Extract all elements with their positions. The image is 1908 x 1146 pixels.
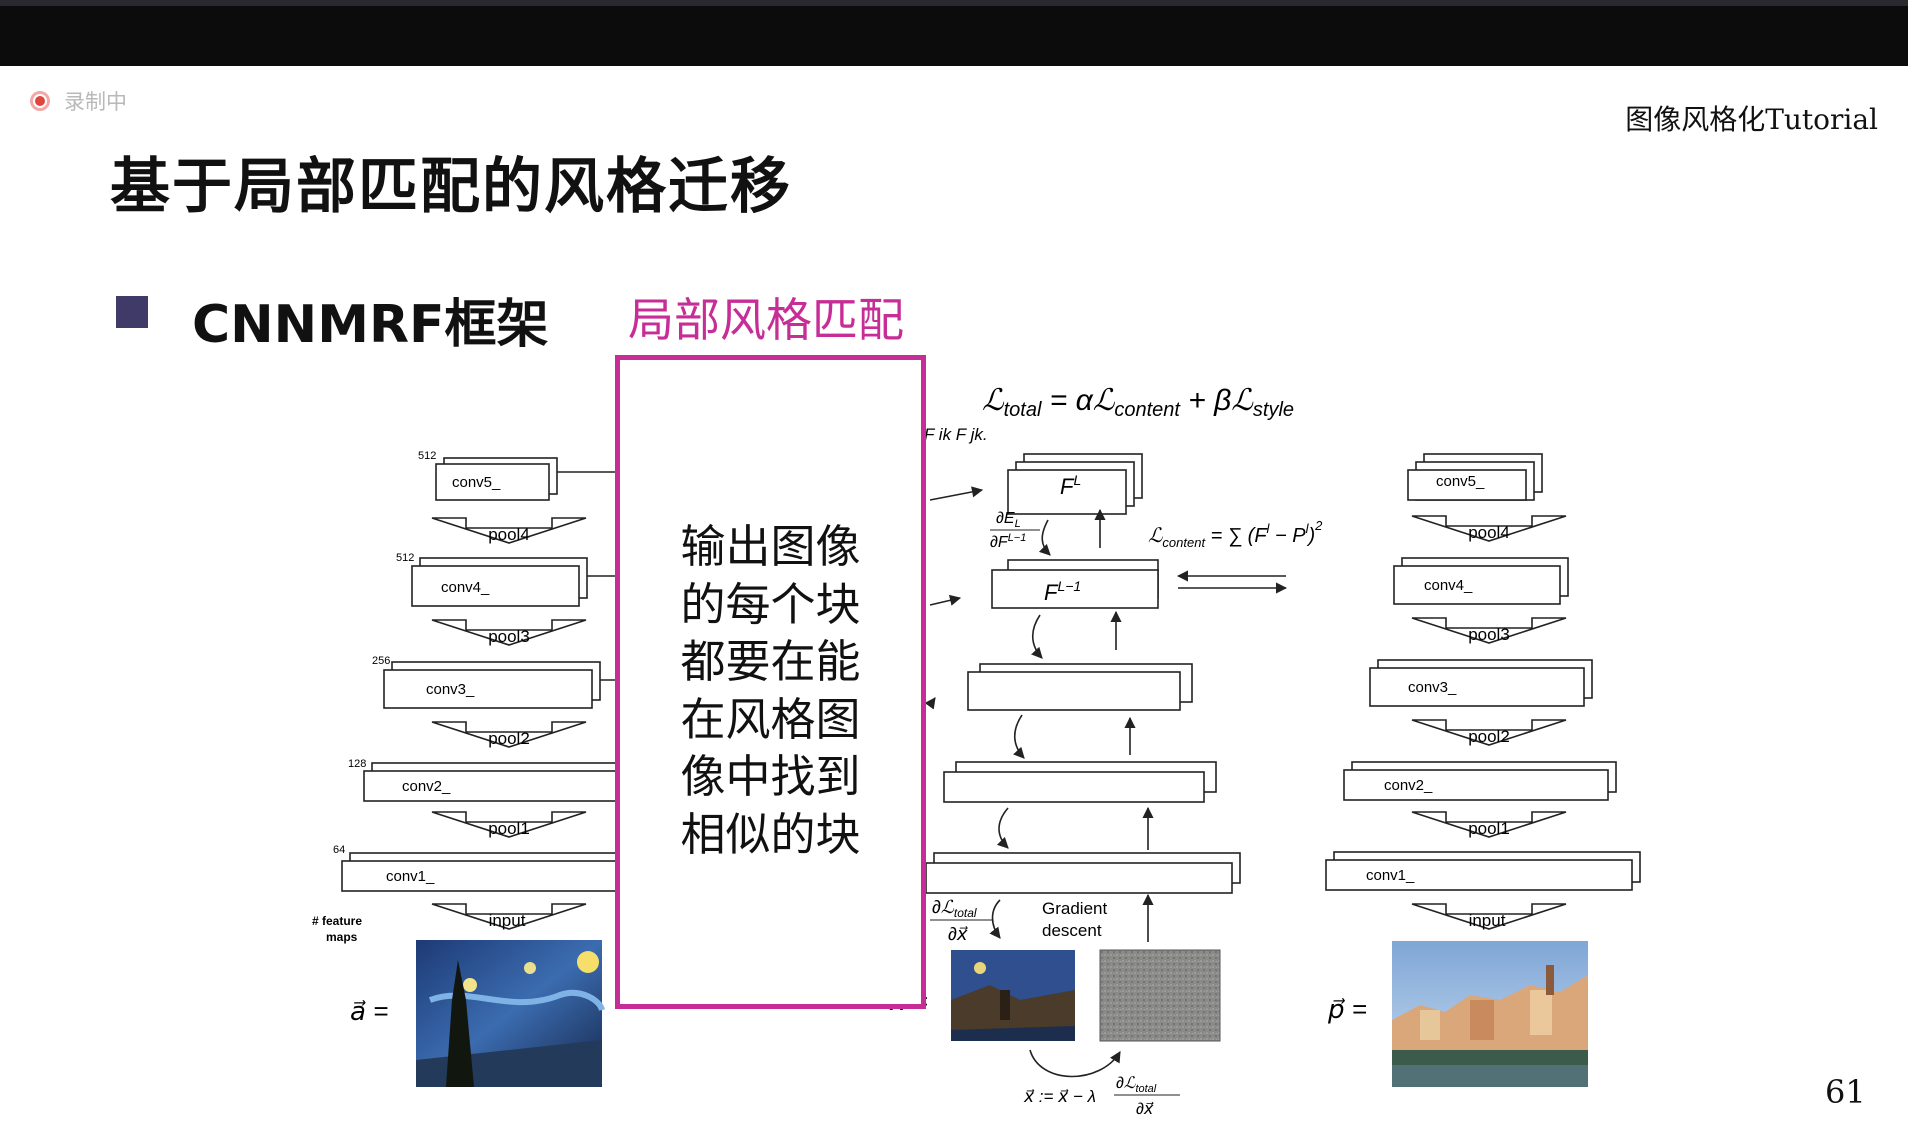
caption-line: 都要在能 — [680, 635, 861, 688]
caption-line: 输出图像 — [680, 520, 861, 573]
right-pool-labels: pool4 pool3 pool2 pool1 input — [1468, 523, 1510, 930]
dL-denominator: ∂x⃗ — [948, 924, 968, 944]
update-denominator: ∂x⃗ — [1136, 1101, 1154, 1118]
right-layer-labels: conv5_ conv4_ conv3_ conv2_ conv1_ — [1366, 473, 1485, 884]
right-network — [1325, 453, 1641, 891]
left-input-label: input — [489, 911, 526, 930]
right-pool3-label: pool3 — [1468, 625, 1510, 644]
dE-numerator: ∂EL — [996, 510, 1021, 530]
gradient-label-2: descent — [1042, 921, 1102, 940]
left-count-conv5: 512 — [418, 450, 436, 462]
left-pool4-label: pool4 — [488, 525, 530, 544]
update-rule: x⃗ := x⃗ − λ — [1023, 1087, 1096, 1106]
p-label: p⃗ = — [1327, 994, 1367, 1024]
left-count-conv2: 128 — [348, 758, 366, 770]
gram-fragment: F ik F jk. — [924, 425, 988, 444]
right-conv5-label: conv5_ — [1436, 473, 1485, 490]
starry-night-image — [416, 940, 605, 1087]
top-bar-edge — [0, 0, 1908, 6]
content-loss-formula: ℒcontent = ∑ (Fl − Pl)2 — [1148, 518, 1323, 550]
left-count-conv3: 256 — [372, 655, 390, 667]
right-input-label: input — [1469, 911, 1506, 930]
top-bar — [0, 0, 1908, 66]
left-conv2-label: conv2_ — [402, 778, 451, 795]
caption-line: 的每个块 — [680, 577, 861, 631]
FL1-label: FL−1 — [1044, 578, 1081, 605]
right-pool1-label: pool1 — [1468, 819, 1510, 838]
slide-title: 基于局部匹配的风格迁移 — [110, 152, 792, 222]
FL-label: FL — [1060, 472, 1081, 499]
caption-line: 相似的块 — [680, 807, 861, 861]
dL-numerator: ∂ℒtotal — [932, 897, 977, 920]
left-conv5-label: conv5_ — [452, 474, 501, 491]
feature-maps-label-2: maps — [326, 930, 358, 944]
highlight-box: 输出图像 的每个块 都要在能 在风格图 像中找到 相似的块 — [615, 355, 926, 1009]
right-conv3-label: conv3_ — [1408, 679, 1457, 696]
a-label: a⃗ = — [350, 996, 388, 1026]
total-loss-formula: ℒtotal = αℒcontent + βℒstyle — [982, 384, 1294, 421]
left-pool-labels: pool4 pool3 pool2 pool1 input — [488, 525, 530, 930]
caption-line: 像中找到 — [680, 750, 861, 803]
page-number: 61 — [1825, 1073, 1866, 1111]
stylized-output-image — [951, 950, 1075, 1041]
noise-image — [1099, 949, 1221, 1042]
middle-arrows — [924, 486, 1288, 1078]
left-conv4-label: conv4_ — [441, 579, 490, 596]
dE-denominator: ∂FL−1 — [990, 532, 1026, 551]
right-conv2-label: conv2_ — [1384, 777, 1433, 794]
left-count-conv4: 512 — [396, 552, 414, 564]
left-pool-arrows — [431, 517, 587, 930]
right-pool-arrows — [1411, 515, 1567, 930]
highlight-caption: 输出图像 的每个块 都要在能 在风格图 像中找到 相似的块 — [620, 518, 921, 863]
middle-network — [925, 453, 1241, 894]
left-conv1-label: conv1_ — [386, 868, 435, 885]
recording-label: 录制中 — [64, 90, 127, 114]
left-pool1-label: pool1 — [488, 819, 530, 838]
middle-labels: FL FL−1 ∂EL ∂FL−1 ℒcontent = ∑ (Fl − Pl)… — [889, 472, 1323, 1118]
left-count-conv1: 64 — [333, 844, 345, 856]
highlight-label: 局部风格匹配 — [628, 293, 904, 347]
left-network — [341, 457, 631, 892]
left-layer-labels: conv5_ conv4_ conv3_ conv2_ conv1_ 512 5… — [312, 450, 501, 944]
course-title: 图像风格化Tutorial — [1625, 103, 1878, 136]
feature-maps-label-1: # feature — [312, 914, 362, 928]
update-numerator: ∂ℒtotal — [1116, 1075, 1157, 1095]
right-conv4-label: conv4_ — [1424, 577, 1473, 594]
gradient-label-1: Gradient — [1042, 899, 1107, 918]
caption-line: 在风格图 — [680, 692, 861, 746]
tubingen-photo — [1392, 941, 1588, 1087]
bullet-square-icon — [116, 296, 148, 328]
left-pool2-label: pool2 — [488, 729, 530, 748]
right-conv1-label: conv1_ — [1366, 867, 1415, 884]
left-pool3-label: pool3 — [488, 627, 530, 646]
left-conv3-label: conv3_ — [426, 681, 475, 698]
right-pool4-label: pool4 — [1468, 523, 1510, 542]
record-icon — [30, 91, 50, 111]
right-pool2-label: pool2 — [1468, 727, 1510, 746]
recording-indicator[interactable]: 录制中 — [30, 86, 127, 116]
bullet-text: CNNMRF框架 — [192, 295, 549, 355]
